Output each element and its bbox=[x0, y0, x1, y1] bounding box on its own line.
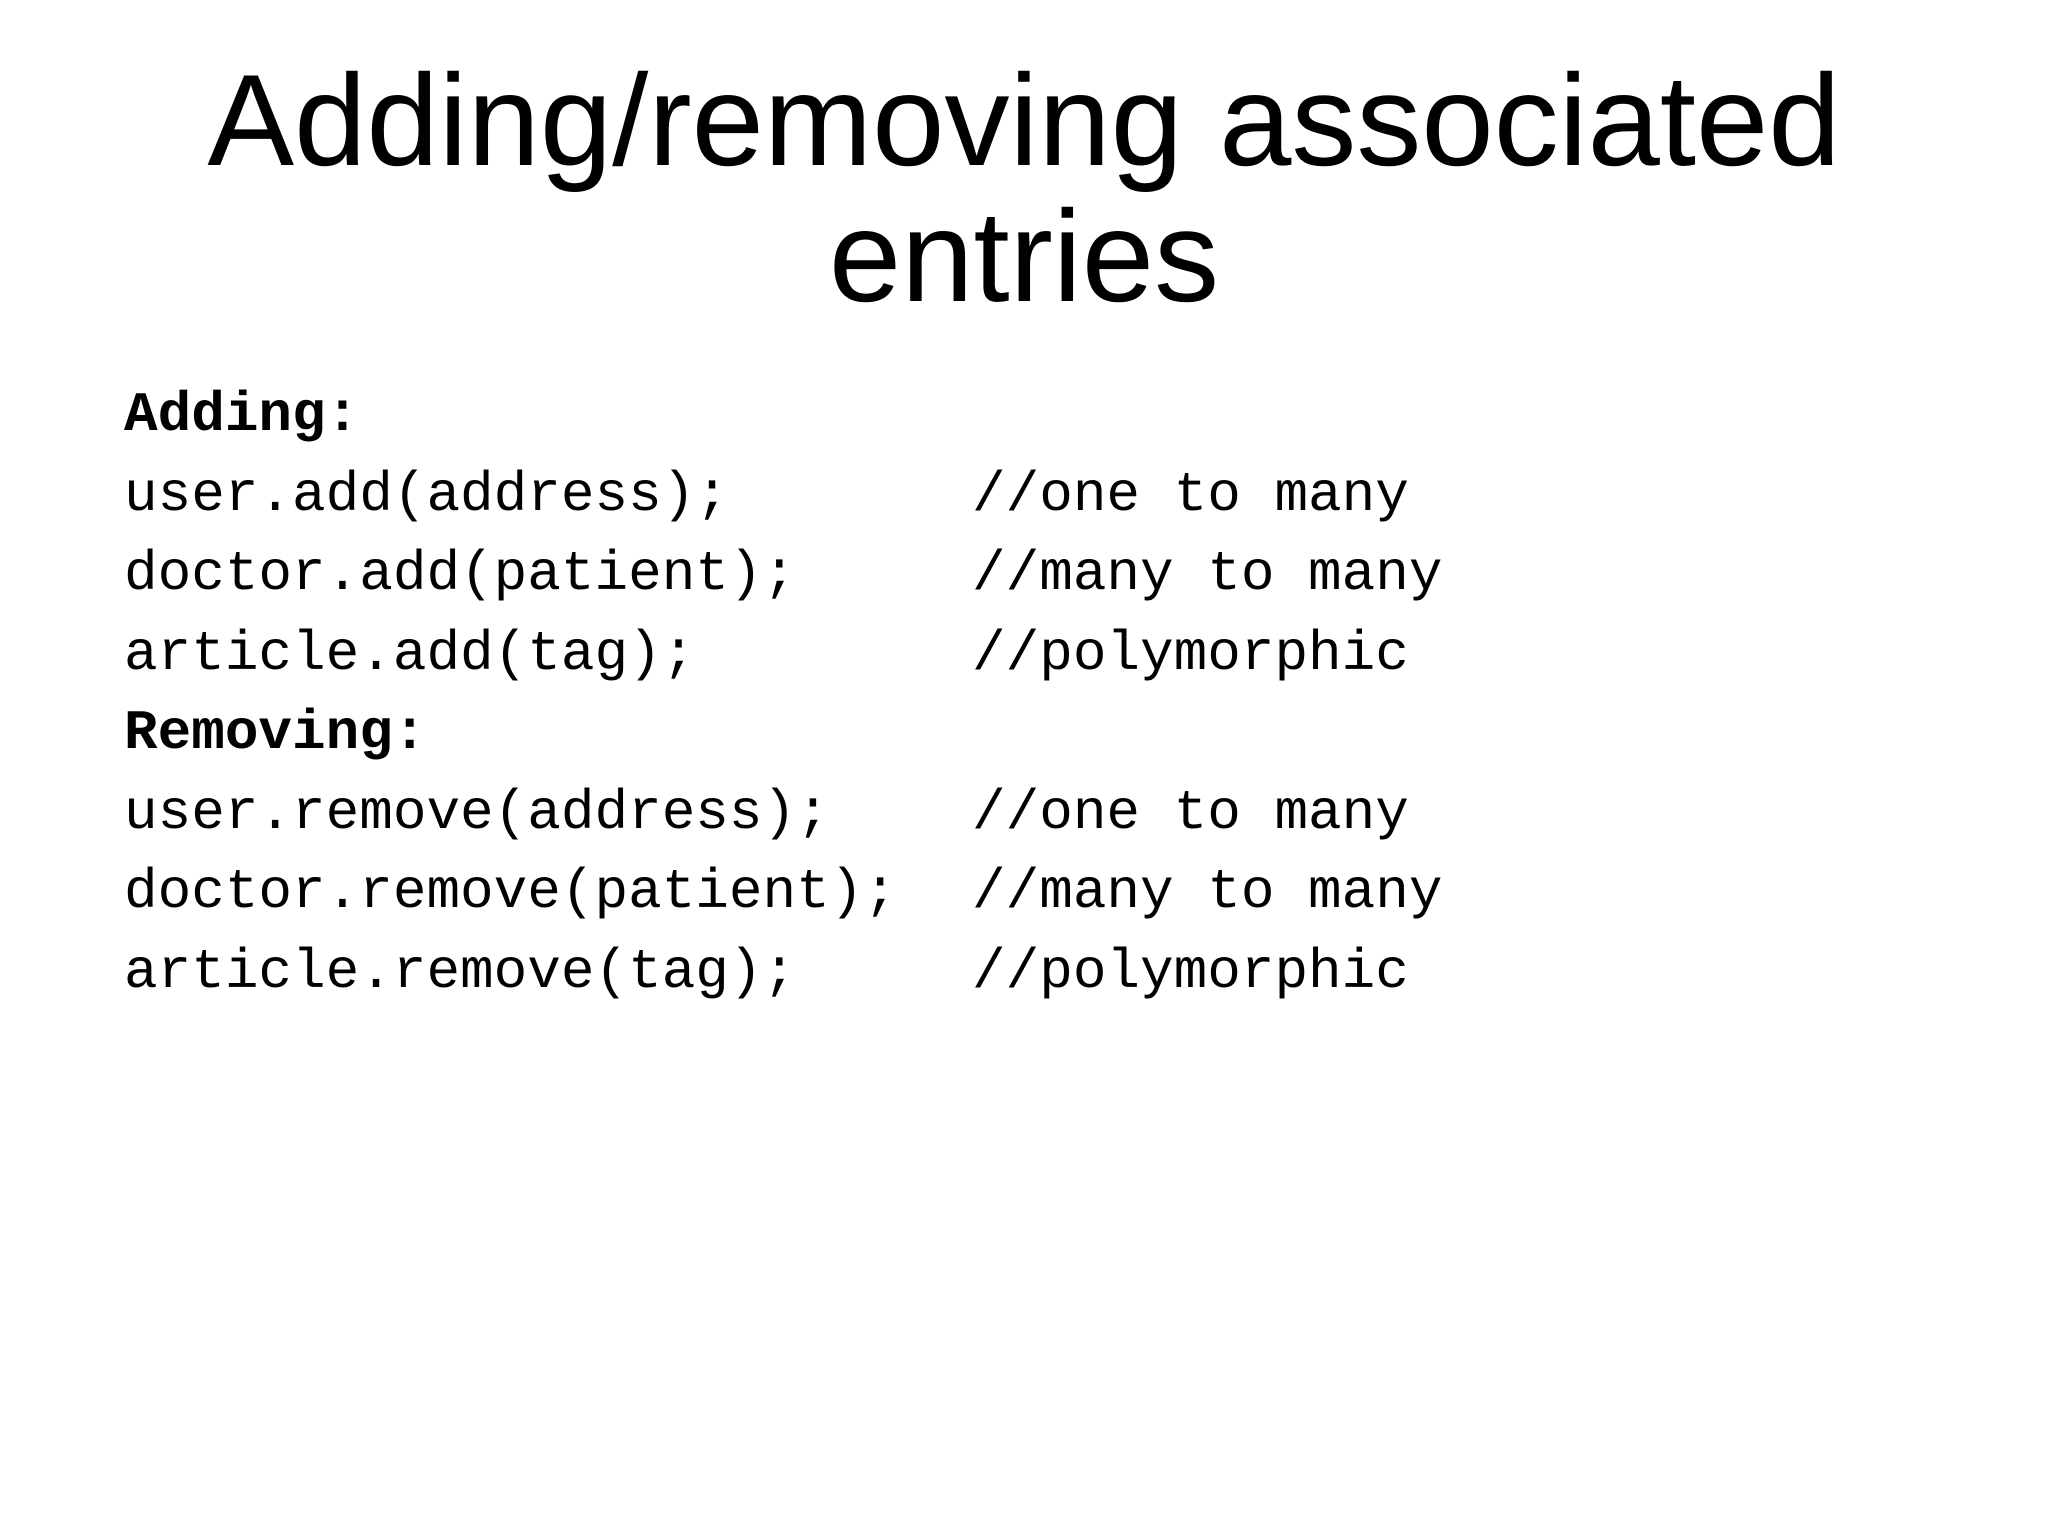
code-statement: article.add(tag); bbox=[124, 621, 696, 686]
code-line: article.add(tag); //polymorphic bbox=[124, 615, 1924, 695]
code-statement: article.remove(tag); bbox=[124, 939, 797, 1004]
code-statement: user.add(address); bbox=[124, 462, 729, 527]
code-comment: //polymorphic bbox=[972, 621, 1409, 686]
code-statement: doctor.add(patient); bbox=[124, 542, 797, 606]
code-comment: //one to many bbox=[972, 462, 1409, 527]
slide-title: Adding/removing associated entries bbox=[60, 52, 1988, 324]
code-line: article.remove(tag); //polymorphic bbox=[124, 933, 1924, 1013]
code-line: user.add(address); //one to many bbox=[124, 456, 1924, 536]
code-line: user.remove(address); //one to many bbox=[124, 774, 1924, 854]
code-comment: //polymorphic bbox=[972, 939, 1409, 1004]
slide-title-line-2: entries bbox=[828, 183, 1220, 329]
code-statement: user.remove(address); bbox=[124, 780, 830, 845]
code-comment: //many to many bbox=[972, 542, 1443, 606]
code-statement: doctor.remove(patient); bbox=[124, 860, 897, 924]
code-line: doctor.add(patient); //many to many bbox=[124, 535, 1924, 615]
code-comment: //many to many bbox=[972, 860, 1443, 924]
removing-heading-text: Removing: bbox=[124, 701, 427, 765]
removing-heading: Removing: bbox=[124, 694, 1924, 774]
code-block: Adding: user.add(address); //one to many… bbox=[124, 376, 1924, 1012]
adding-heading: Adding: bbox=[124, 376, 1924, 456]
adding-heading-text: Adding: bbox=[124, 383, 360, 447]
code-comment: //one to many bbox=[972, 780, 1409, 845]
code-line: doctor.remove(patient); //many to many bbox=[124, 853, 1924, 933]
slide-title-line-1: Adding/removing associated bbox=[207, 47, 1841, 193]
